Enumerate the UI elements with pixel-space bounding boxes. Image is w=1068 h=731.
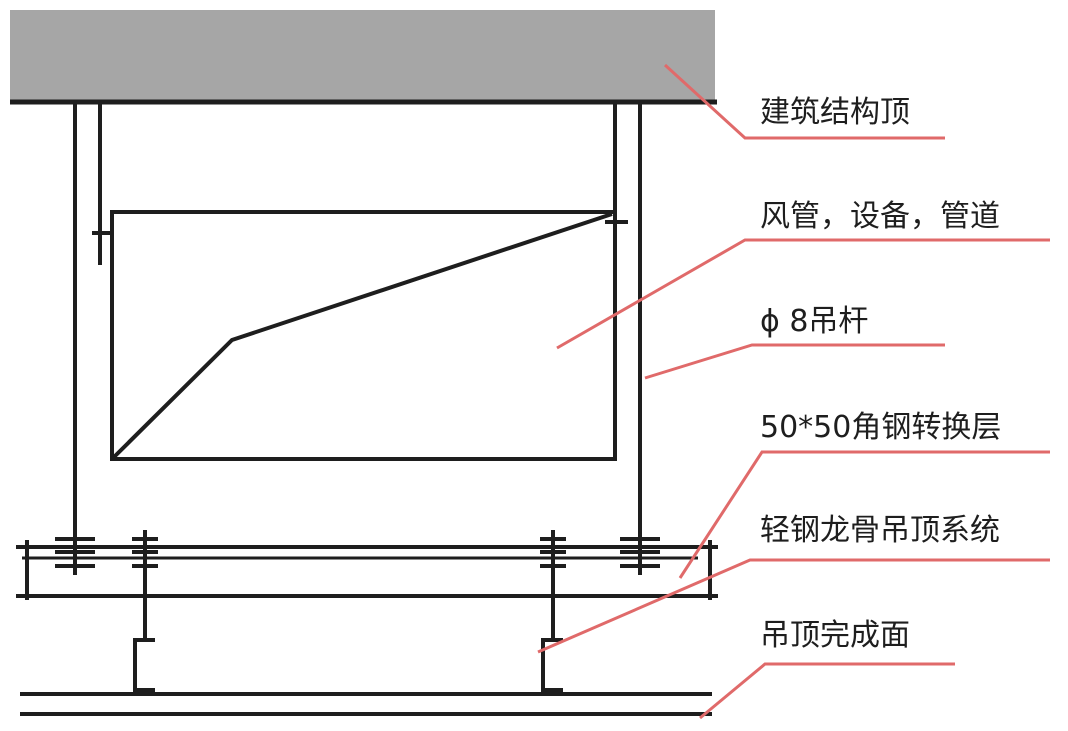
bolt-left bbox=[55, 537, 95, 575]
keel-channel-left bbox=[133, 638, 155, 692]
label-rod: ϕ 8吊杆 bbox=[760, 304, 868, 339]
keel-bolt-right bbox=[540, 537, 566, 568]
duct-box bbox=[110, 210, 617, 461]
label-duct-equipment: 风管，设备，管道 bbox=[760, 199, 1000, 234]
keel-channel-right bbox=[541, 638, 563, 692]
leader-keel bbox=[537, 558, 1050, 654]
leader-duct bbox=[556, 238, 1050, 350]
label-structure-top: 建筑结构顶 bbox=[760, 95, 910, 130]
label-angle-steel-layer: 50*50角钢转换层 bbox=[760, 410, 1001, 445]
duct-diagonal bbox=[110, 212, 613, 461]
leader-angle-steel bbox=[678, 450, 1050, 579]
leader-ceiling-finish bbox=[699, 662, 955, 720]
leader-rod bbox=[644, 343, 945, 380]
structure-slab bbox=[10, 10, 715, 102]
leader-structure-top bbox=[663, 63, 945, 140]
label-light-steel-keel: 轻钢龙骨吊顶系统 bbox=[760, 513, 1000, 548]
label-ceiling-finish: 吊顶完成面 bbox=[760, 618, 910, 653]
keel-bolt-left bbox=[132, 537, 158, 568]
bolt-right bbox=[620, 537, 660, 575]
